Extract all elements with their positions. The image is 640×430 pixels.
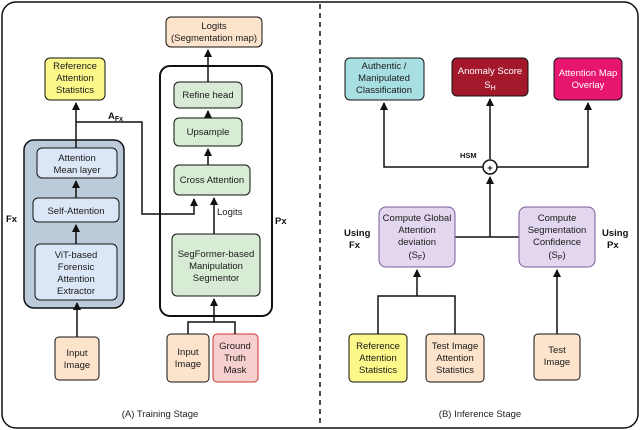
inputs-merge-line — [187, 321, 236, 334]
attn-mean-line2: Mean layer — [54, 165, 101, 176]
auth-class-line1: Authentic / — [362, 61, 407, 72]
test-image-line2: Image — [544, 357, 570, 368]
px-input-image-line2: Image — [175, 359, 201, 370]
auth-class-line3: Classification — [356, 85, 412, 96]
anomaly-line2: SH — [484, 80, 495, 92]
attn-overlay-box — [553, 57, 623, 101]
auth-class-box — [344, 57, 425, 101]
upsample-label: Upsample — [187, 127, 230, 138]
gt-mask-line2: Truth — [224, 353, 246, 364]
global-dev-sf: (SF) — [409, 250, 426, 262]
cross-attn-box — [173, 164, 251, 196]
training-caption: (A) Training Stage — [122, 409, 199, 420]
hsm-label: HSM — [460, 151, 477, 160]
ref-stats-box — [44, 57, 106, 101]
segformer-line3: Segmentor — [193, 273, 239, 284]
using-px-line1: Using — [602, 228, 629, 239]
using-fx-line2: Fx — [349, 240, 361, 251]
vit-line1: ViT-based — [55, 250, 98, 261]
outputs-bus — [383, 104, 589, 168]
hsm-plus-circle — [482, 159, 498, 175]
px-label: Px — [275, 216, 287, 227]
inf-ref-stats-line2: Attention — [359, 353, 397, 364]
ref-stats-line3: Statistics — [56, 85, 94, 96]
inference-caption: (B) Inference Stage — [439, 409, 521, 420]
seg-conf-sp: (SP) — [548, 250, 565, 262]
gt-mask-line1: Ground — [219, 341, 251, 352]
px-input-image-box — [166, 333, 210, 383]
inf-ref-stats-line3: Statistics — [359, 365, 397, 376]
px-input-image-line1: Input — [177, 347, 198, 358]
seg-conf-line2: Segmentation — [528, 225, 587, 236]
px-group — [159, 65, 273, 317]
using-px-line2: Px — [607, 240, 619, 251]
afx-connector — [76, 121, 198, 215]
segformer-line1: SegFormer-based — [178, 249, 255, 260]
anomaly-line1: Anomaly Score — [458, 66, 522, 77]
vit-line2: Forensic — [58, 262, 95, 273]
afx-label: AFx — [108, 111, 123, 123]
logits-label: Logits — [217, 207, 243, 218]
ref-stats-line2: Attention — [56, 73, 94, 84]
logits-seg-line1: Logits — [201, 21, 227, 32]
hsm-plus-sign: + — [487, 163, 493, 174]
inf-ref-stats-line1: Reference — [356, 341, 400, 352]
fx-label: Fx — [6, 214, 18, 225]
cross-attn-label: Cross Attention — [180, 175, 244, 186]
gt-mask-line3: Mask — [224, 365, 247, 376]
anomaly-box — [451, 57, 529, 97]
logits-seg-line2: (Segmentation map) — [171, 33, 257, 44]
seg-conf-line3: Confidence — [533, 237, 581, 248]
test-stats-line1: Test Image — [432, 341, 478, 352]
test-stats-line3: Statistics — [436, 365, 474, 376]
global-dev-box — [378, 206, 456, 268]
vit-line4: Extractor — [57, 286, 95, 297]
input-image-line1: Input — [66, 348, 87, 359]
seg-conf-line1: Compute — [538, 213, 577, 224]
logits-seg-box — [165, 16, 263, 48]
input-image-line2: Image — [64, 360, 90, 371]
global-dev-line2: Attention — [398, 225, 436, 236]
using-fx-line1: Using — [344, 228, 371, 239]
test-stats-line2: Attention — [436, 353, 474, 364]
attn-mean-box — [36, 147, 118, 179]
vit-line3: Attention — [57, 274, 95, 285]
segformer-box — [171, 233, 261, 297]
ref-stats-line1: Reference — [53, 61, 97, 72]
refine-head-label: Refine head — [182, 90, 233, 101]
self-attn-label: Self-Attention — [47, 206, 104, 217]
global-dev-line1: Compute Global — [383, 213, 452, 224]
attn-mean-line1: Attention — [58, 153, 96, 164]
seg-conf-box — [518, 206, 596, 268]
attn-overlay-line1: Attention Map — [559, 68, 618, 79]
attn-overlay-line2: Overlay — [572, 80, 605, 91]
test-image-line1: Test — [548, 345, 566, 356]
global-dev-line3: deviation — [398, 237, 436, 248]
stats-merge-line — [377, 295, 456, 334]
segformer-line2: Manipulation — [189, 261, 243, 272]
auth-class-line2: Manipulated — [358, 73, 410, 84]
